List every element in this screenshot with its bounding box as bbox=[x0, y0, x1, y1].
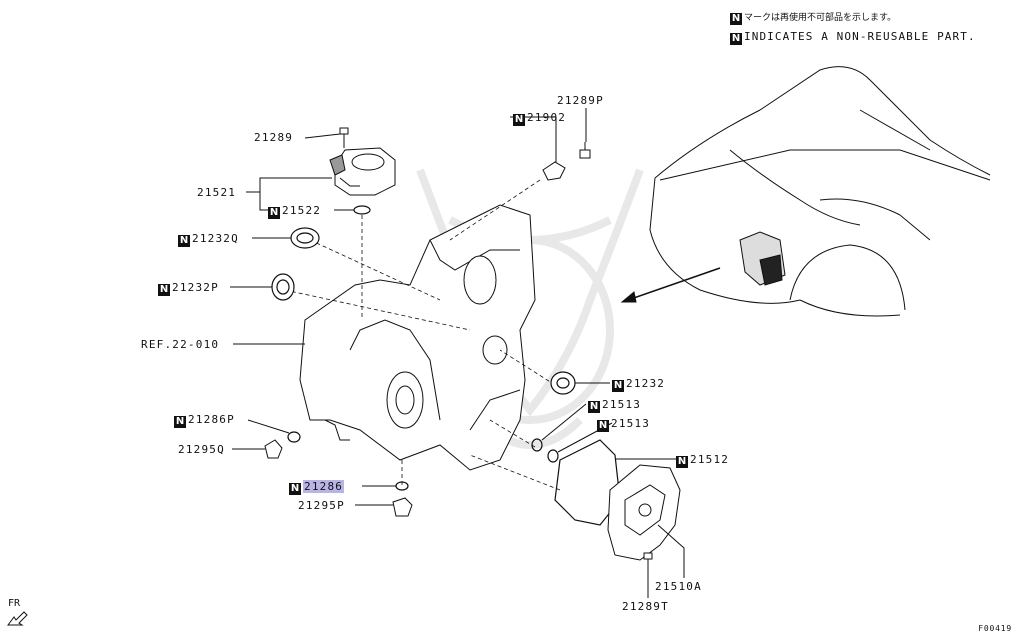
front-marker-label: FR bbox=[8, 598, 21, 609]
oring-21522 bbox=[353, 205, 371, 215]
bolt-21289 bbox=[339, 127, 349, 148]
oil-seal-21232 bbox=[550, 371, 576, 395]
front-arrow-icon bbox=[7, 611, 28, 626]
sensor-assembly bbox=[329, 147, 396, 196]
bolt-21289T bbox=[643, 552, 653, 578]
part-label-ref-22-010[interactable]: REF.22-010 bbox=[141, 338, 220, 351]
location-arrow bbox=[620, 267, 721, 303]
part-label-21521[interactable]: 21521 bbox=[197, 186, 237, 199]
plug-21295P bbox=[392, 497, 413, 517]
figure-code: F00419 bbox=[978, 624, 1012, 633]
speed-sensor-21902 bbox=[542, 150, 566, 181]
part-label-21295Q[interactable]: 21295Q bbox=[178, 443, 225, 456]
oil-seal-21232P bbox=[271, 273, 295, 301]
vehicle-outline bbox=[649, 66, 991, 317]
gasket-21286P bbox=[287, 431, 301, 443]
oring-21513-a bbox=[531, 438, 543, 452]
part-label-21510A[interactable]: 21510A bbox=[655, 580, 702, 593]
plug-21295Q bbox=[264, 439, 283, 459]
oring-21513-b bbox=[547, 449, 559, 463]
part-label-21289P[interactable]: 21289P bbox=[557, 94, 604, 107]
part-label-21295P[interactable]: 21295P bbox=[298, 499, 345, 512]
part-label-21289[interactable]: 21289 bbox=[254, 131, 294, 144]
bolt-21289P bbox=[579, 142, 591, 159]
oil-seal-21232Q bbox=[290, 227, 320, 249]
guide-lines bbox=[284, 179, 561, 491]
part-label-21289T[interactable]: 21289T bbox=[622, 600, 669, 613]
transmission-case bbox=[299, 204, 536, 471]
cover-21510A bbox=[607, 464, 681, 561]
